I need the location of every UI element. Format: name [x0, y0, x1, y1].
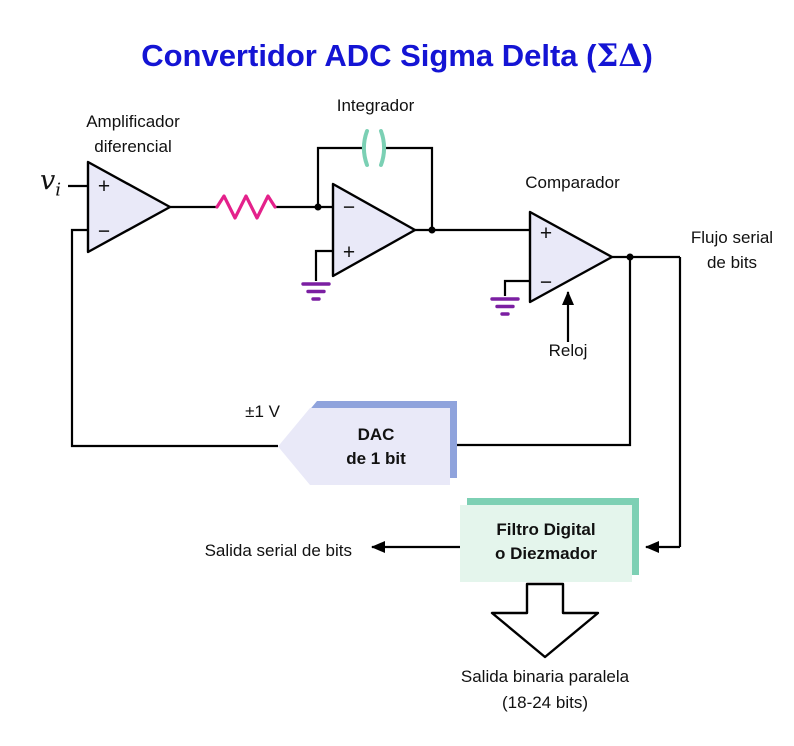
wire-to-dac [452, 257, 632, 447]
capacitor-plate-right [379, 129, 386, 167]
capacitor-icon [362, 129, 386, 167]
integrator-label: Integrador [336, 96, 415, 115]
page-title: Convertidor ADC Sigma Delta (ΣΔ) [0, 38, 794, 74]
dac-label-line2: de 1 bit [346, 449, 406, 468]
filter-label-line1: Filtro Digital [496, 520, 596, 539]
title-text: Convertidor ADC Sigma Delta ( [141, 38, 597, 73]
wire-dac-feedback [70, 228, 278, 448]
diff-amp-label-line2: diferencial [94, 137, 172, 156]
diff-amp-minus-sign: − [98, 220, 110, 243]
diff-amp-label: Amplificador diferencial [58, 109, 208, 159]
comparator-ground-icon [490, 297, 520, 316]
filter-label-line2: o Diezmador [494, 544, 598, 563]
diff-amp-triangle [86, 160, 172, 254]
integrator-ground-icon [301, 282, 331, 301]
parallel-output-line2: (18-24 bits) [502, 693, 588, 712]
diff-amp-plus-sign: + [98, 175, 110, 198]
comparator-minus-sign: − [540, 271, 552, 294]
junction-dot [314, 203, 322, 211]
serial-output-label: Salida serial de bits [204, 541, 352, 560]
dac-block [278, 408, 450, 485]
wire-capacitor-to-output [384, 146, 434, 230]
integrator-triangle [331, 182, 417, 278]
parallel-output-label: Salida binaria paralela (18-24 bits) [420, 664, 670, 716]
vi-subscript: i [55, 179, 62, 201]
wire-feedback-to-capacitor [316, 146, 364, 207]
comparator-triangle [528, 210, 614, 304]
junction-dot [626, 253, 634, 261]
integrator-plus-sign: + [343, 241, 355, 264]
parallel-output-arrow [490, 582, 600, 659]
integrator-minus-sign: − [343, 196, 355, 219]
diff-amp-label-line1: Amplificador [86, 112, 180, 131]
serial-flow-line1: Flujo serial [690, 228, 774, 247]
input-vi-label: vi [40, 166, 61, 205]
serial-flow-label: Flujo serial de bits [684, 225, 780, 275]
serial-flow-line2: de bits [706, 253, 758, 272]
comparator-label: Comparador [525, 173, 620, 192]
wire-comparator-ground-stem [503, 279, 530, 296]
opamp-signs: + − − + + − [98, 175, 552, 294]
title-sigma-delta: ΣΔ [596, 38, 643, 74]
wire-integrator-ground-stem [314, 249, 333, 281]
resistor-icon [215, 194, 277, 220]
dac-label-line1: DAC [357, 425, 395, 444]
title-close: ) [642, 38, 653, 73]
junction-dot [428, 226, 436, 234]
filter-label: Filtro Digital o Diezmador [464, 518, 628, 566]
clock-label: Reloj [548, 341, 588, 360]
capacitor-plate-left [362, 129, 369, 167]
comparator-plus-sign: + [540, 222, 552, 245]
filter-block [460, 505, 632, 582]
vi-base: v [40, 165, 56, 196]
parallel-output-line1: Salida binaria paralela [460, 667, 630, 686]
dac-voltage-label: ±1 V [245, 402, 280, 421]
dac-label: DAC de 1 bit [306, 423, 446, 471]
